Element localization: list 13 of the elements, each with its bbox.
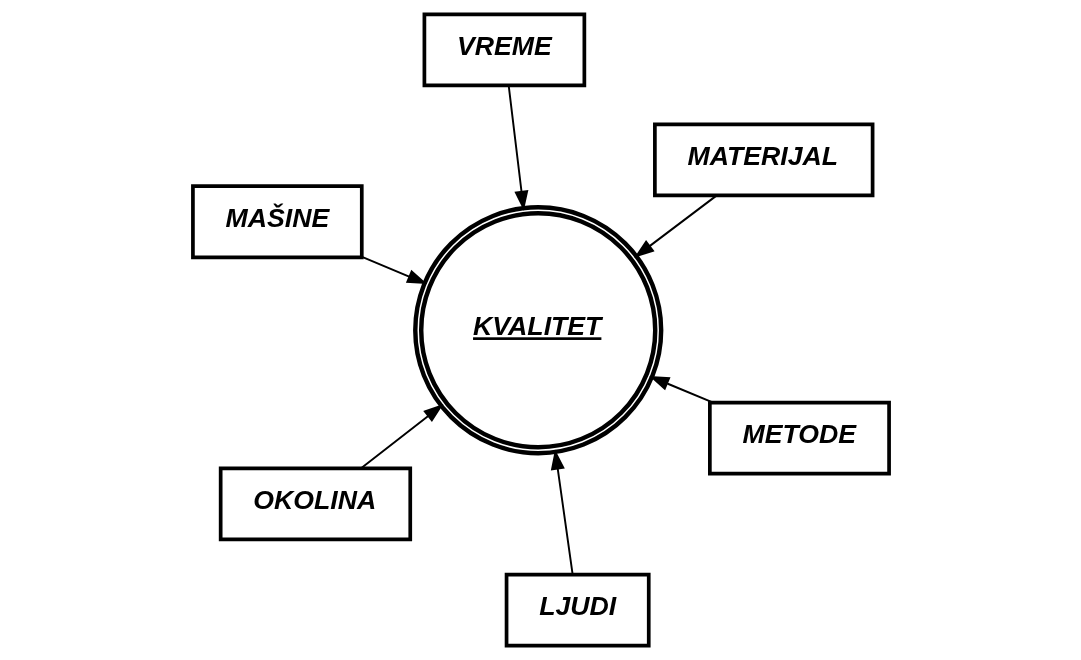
- node-box: MATERIJAL: [652, 122, 874, 198]
- node-box: LJUDI: [504, 572, 651, 648]
- arrow: [550, 449, 574, 576]
- node-box: METODE: [707, 400, 891, 476]
- node-box: VREME: [422, 12, 586, 88]
- arrow: [359, 404, 443, 470]
- node-circle: KVALITET: [412, 205, 663, 456]
- node-box: MAŠINE: [190, 184, 364, 260]
- arrow: [633, 194, 717, 258]
- arrow: [360, 256, 427, 285]
- arrow: [648, 376, 714, 404]
- node-box: OKOLINA: [218, 466, 412, 542]
- arrow: [507, 84, 528, 211]
